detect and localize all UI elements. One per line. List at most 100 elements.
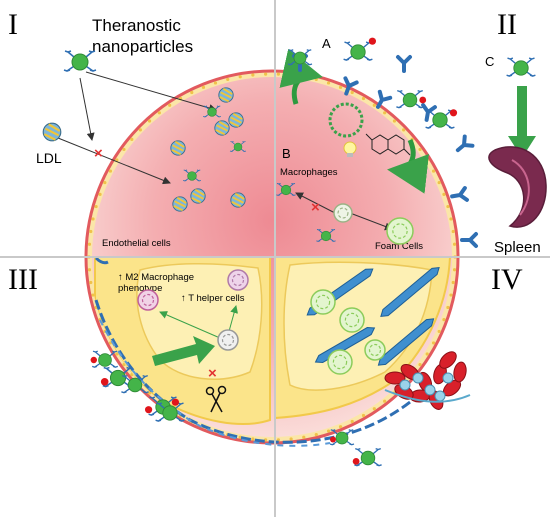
endothelial-dot — [446, 204, 450, 209]
endothelial-dot — [226, 77, 230, 82]
endothelial-dot — [108, 169, 113, 173]
nanoparticle-tagged-icon — [352, 448, 382, 467]
panel-b-label: B — [282, 146, 291, 161]
m2-label-line1: ↑ M2 Macrophage — [118, 272, 194, 283]
quadrant-label-2: II — [497, 8, 517, 41]
endothelial-dot — [418, 362, 422, 367]
endothelial-dot — [431, 341, 436, 345]
foam-cell-icon — [386, 217, 414, 245]
ldl-entry-arrow — [57, 137, 171, 185]
endothelial-dot — [251, 437, 255, 441]
spleen-label: Spleen — [494, 239, 541, 256]
endothelial-dot — [437, 180, 441, 185]
endothelial-dot — [264, 72, 268, 76]
m2-label-line2: phenotype — [118, 283, 162, 294]
endothelial-dot — [147, 119, 152, 123]
big-green-arrow — [152, 336, 215, 366]
endothelial-dot — [276, 72, 280, 76]
endothelial-dot — [98, 192, 102, 197]
endothelial-dot — [425, 352, 429, 356]
panel-c-label: C — [485, 54, 494, 69]
collagen-strand-2 — [99, 319, 331, 447]
nanoparticle-tagged-icon — [425, 109, 458, 129]
t-helper-cell-icon — [227, 269, 249, 291]
light-bulb-icon — [343, 141, 357, 157]
macrophage-to-foam-arrow — [349, 212, 393, 231]
endothelial-dot — [402, 128, 406, 132]
endothelial-dot — [372, 407, 376, 411]
nanoparticle-tagged-icon — [343, 37, 376, 61]
foam-cell-icon — [339, 307, 365, 333]
foam-cell-icon — [310, 289, 336, 315]
endothelial-dot — [361, 96, 366, 101]
red-blood-cell-icon — [453, 361, 467, 383]
cycle-arrow-upper — [279, 48, 323, 105]
foam-cell-icon — [327, 349, 353, 375]
endothelial-dot — [289, 73, 293, 77]
np-entry-arrow — [85, 71, 217, 112]
endothelial-dot — [452, 242, 457, 246]
endothelial-dot — [383, 111, 387, 115]
endothelial-dot — [338, 85, 343, 89]
spleen-arrow — [508, 86, 536, 158]
theranostic-title-line1: Theranostic — [92, 16, 181, 35]
cells-layer — [137, 203, 414, 375]
theranostic-title-line2: nanoparticles — [92, 37, 193, 56]
endothelial-dot — [238, 75, 242, 79]
endothelial-dot — [437, 329, 441, 334]
ldl-particle-icon — [228, 112, 244, 128]
cycle-arrow-lower — [387, 138, 429, 194]
drug-molecule-icon — [365, 133, 411, 156]
macrophage-to-np-arrow — [295, 192, 338, 215]
endothelial-dot — [201, 85, 206, 89]
ldl-particle-icon — [172, 196, 188, 212]
receptor-icon — [396, 55, 412, 73]
ldl-particle-icon — [230, 192, 246, 208]
ldl-particle-icon — [42, 122, 62, 142]
endothelial-dot — [392, 119, 397, 123]
spleen-icon — [488, 146, 547, 228]
endothelial-dot — [326, 429, 331, 433]
endothelial-dot — [431, 169, 436, 173]
endothelial-dot — [130, 137, 134, 141]
nanoparticle-icon — [63, 50, 97, 72]
endothelial-dot — [449, 293, 453, 297]
endothelial-dot — [87, 268, 92, 272]
platelet-icon — [399, 379, 411, 391]
endothelial-dot — [452, 268, 457, 272]
quadrant-label-4: IV — [491, 263, 523, 296]
receptor-icon — [343, 76, 359, 96]
endothelial-dot — [251, 73, 255, 77]
ldl-layer — [42, 87, 246, 212]
scissors-icon — [205, 385, 227, 413]
endothelial-dot — [446, 305, 450, 310]
endothelial-dot — [383, 399, 387, 403]
nanoparticle-icon — [203, 105, 221, 118]
endothelial-dot — [361, 413, 366, 418]
endothelial-dot — [451, 229, 455, 234]
t-helper-label: ↑ T helper cells — [181, 293, 245, 304]
foam-cells-label: Foam Cells — [375, 241, 423, 252]
platelet-icon — [412, 372, 424, 384]
endothelial-dot — [138, 128, 142, 132]
fibrin-strand — [384, 389, 471, 403]
nanoparticle-icon — [506, 57, 536, 77]
receptor-icon — [455, 134, 475, 153]
endothelial-dot — [449, 217, 453, 221]
endothelial-dot — [89, 229, 93, 234]
macrophage-icon — [217, 329, 239, 351]
endothelial-dot — [89, 280, 93, 285]
nanoparticle-tagged-icon — [155, 398, 185, 422]
endothelial-dot — [350, 90, 354, 95]
receptor-icon — [450, 186, 469, 202]
endothelial-dot — [451, 280, 455, 285]
nanoparticle-tagged-icon — [396, 90, 427, 109]
endothelial-dot — [350, 419, 354, 424]
endothelial-dot — [213, 81, 218, 85]
nanoparticle-icon — [316, 228, 336, 242]
nanoparticle-icon — [287, 49, 313, 66]
thrombus-layer — [384, 351, 471, 410]
nanoparticle-icon — [276, 182, 296, 196]
inhibit-x-rupture: × — [208, 365, 217, 382]
